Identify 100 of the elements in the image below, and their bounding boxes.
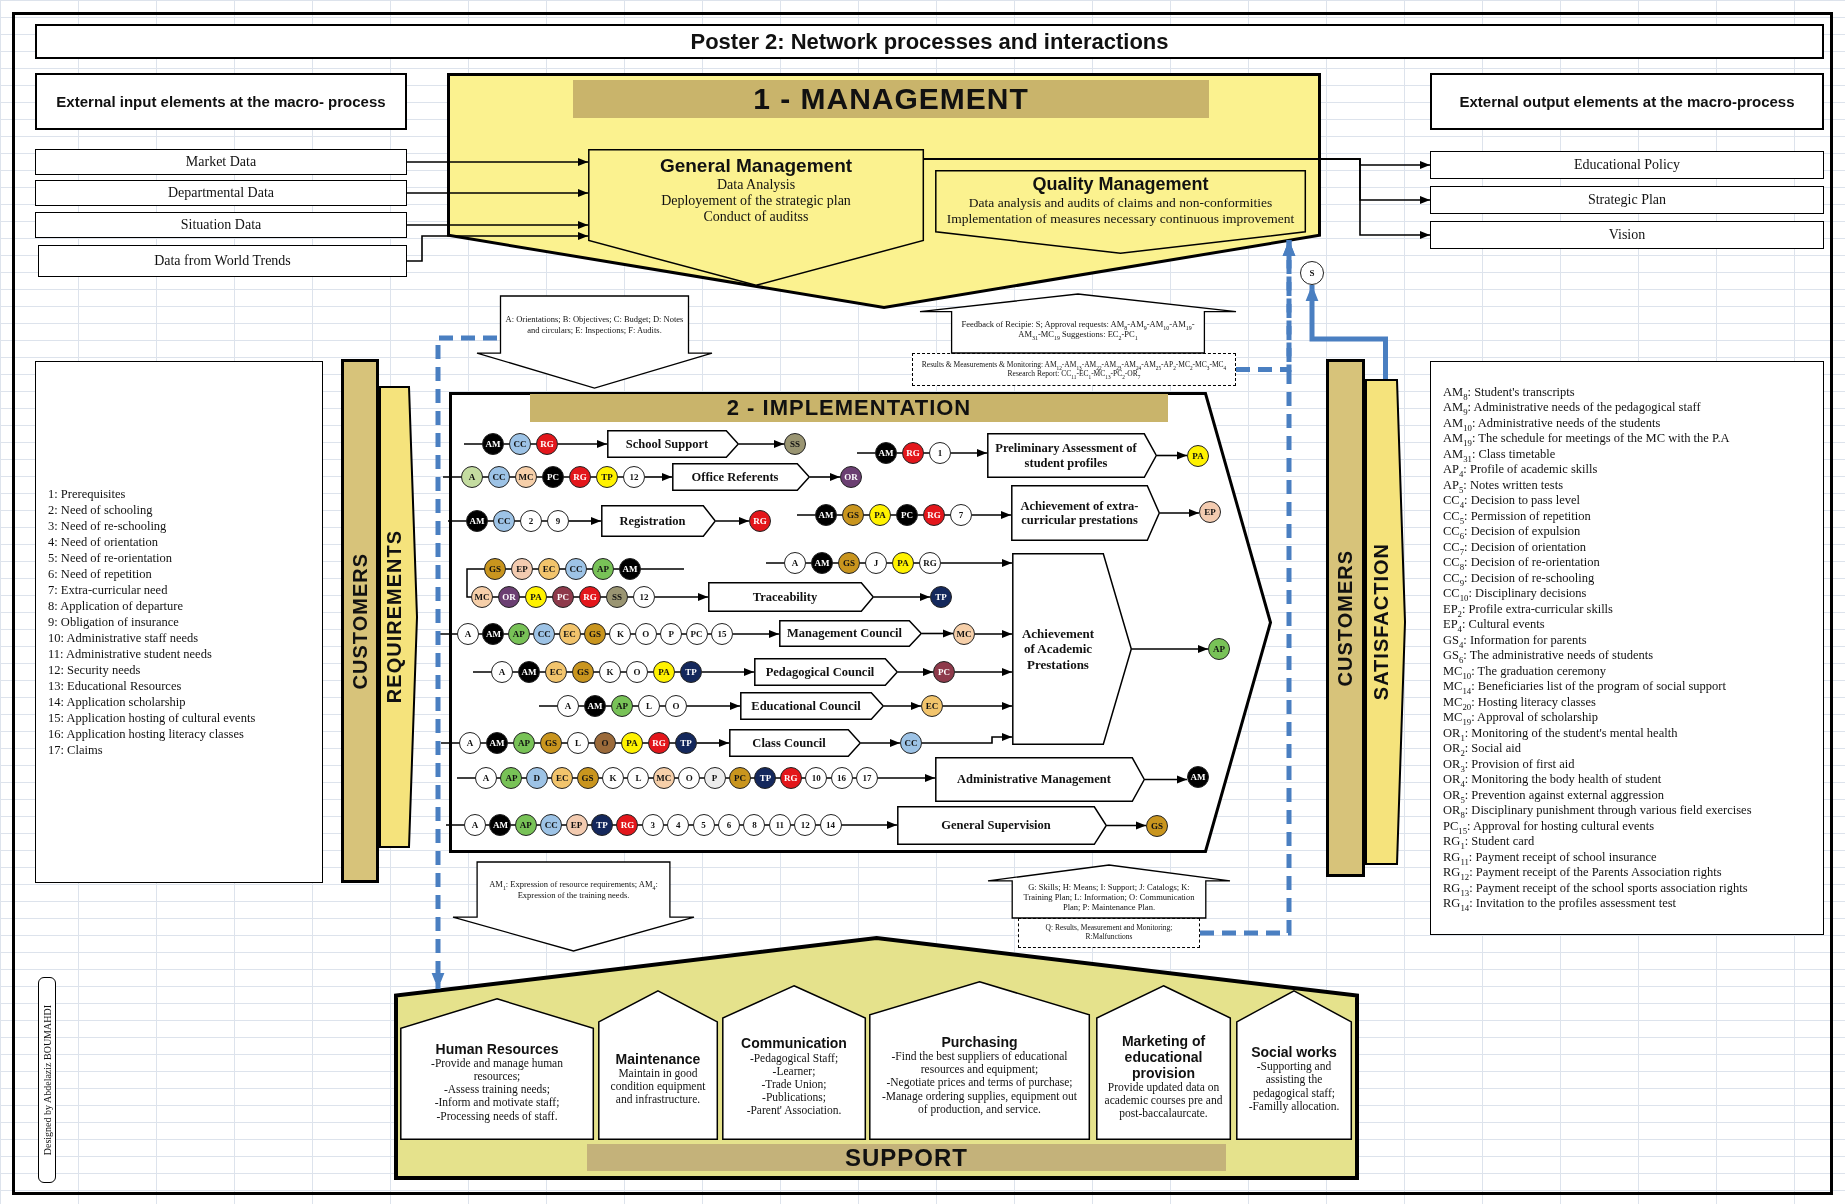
code-label: CC: [513, 439, 527, 449]
text: Pedagogical Council: [765, 664, 875, 680]
code-label: 17: [862, 773, 872, 783]
code-label: GS: [1151, 821, 1163, 831]
text: -Inform and motivate staff;: [434, 1096, 560, 1110]
vertical-label: SATISFACTION: [1370, 543, 1393, 701]
code-label: AP: [505, 773, 518, 783]
text: Situation Data: [180, 217, 262, 233]
code-label: 6: [726, 820, 732, 830]
text: Implementation of measures necessary continuous improvement: [946, 210, 1295, 227]
code-label: PC: [734, 773, 746, 783]
heading: Purchasing: [941, 1033, 1018, 1050]
block-arrow: [987, 864, 1231, 919]
code-label: O: [642, 629, 650, 639]
list-item: 15: Application hosting of cultural events: [48, 710, 256, 726]
process-box: [607, 430, 739, 458]
code-label: TP: [596, 820, 608, 830]
code-label: MC: [956, 629, 972, 639]
arrow: [877, 774, 936, 782]
code-label: GS: [847, 510, 859, 520]
code-label: SS: [612, 592, 622, 602]
code-label: EC: [555, 773, 569, 783]
data-box: [1430, 151, 1824, 179]
arrow: [1144, 775, 1188, 784]
list-item: RG$_{11}$: Payment receipt of school insurance: [1443, 849, 1657, 865]
side-arrow-bar: [1365, 379, 1406, 865]
process-box: [1011, 485, 1160, 541]
process-box: [897, 806, 1107, 845]
code-label: 8: [752, 820, 757, 830]
code-label: 10: [811, 773, 821, 783]
edge-label: G: Skills; H: Means; I: Support; J: Catalogs; K: Training Plan; L: Information; O: Communication Plan; P: Maintenance Plan.: [1022, 880, 1196, 914]
text: -Supporting and assisting the pedagogical staff;: [1252, 1060, 1336, 1100]
code-label: OR: [502, 592, 516, 602]
data-box: [38, 245, 407, 277]
code-label: A: [468, 472, 476, 482]
data-box: [1430, 221, 1824, 249]
code-label: K: [616, 629, 624, 639]
code-label: AM: [489, 738, 505, 748]
list-item: AM$_{31}$: Class timetable: [1443, 446, 1556, 462]
heading: General Management: [659, 155, 853, 177]
code-label: MC: [474, 592, 490, 602]
text: Registration: [619, 513, 686, 529]
list-item: 16: Application hosting literacy classes: [48, 726, 244, 742]
text: Provide updated data on academic courses pre and post-baccalaurcate.: [1103, 1080, 1224, 1121]
code-label: PA: [897, 558, 909, 568]
arrow: [897, 668, 934, 676]
list-item: CC$_{8}$: Decision of re-orientation: [1443, 555, 1600, 571]
code-label: AM: [492, 820, 508, 830]
code-label: RG: [906, 448, 920, 458]
code-label: EC: [542, 564, 556, 574]
code-label: RG: [784, 773, 798, 783]
arrow: [406, 232, 589, 262]
code-label: 15: [717, 629, 727, 639]
list-item: 2: Need of schooling: [48, 502, 153, 518]
code-label: 11: [775, 820, 785, 830]
code-label: TP: [680, 738, 692, 748]
process-box: [935, 757, 1145, 802]
code-label: RG: [753, 516, 767, 526]
text: -Provide and manage human resources;: [430, 1056, 564, 1084]
arrow: [696, 739, 730, 747]
code-label: PC: [938, 667, 950, 677]
process-box: [1012, 553, 1132, 745]
code-label: O: [601, 738, 609, 748]
arrow: [1106, 821, 1147, 830]
code-label: A: [482, 773, 490, 783]
process-box: [672, 463, 810, 491]
text: Data analysis and audits of claims and non-conformities: [968, 194, 1273, 211]
list-item: AM$_{9}$: Administrative needs of the pedagogical staff: [1443, 400, 1701, 416]
process-box: [729, 729, 861, 757]
code-label: 1: [937, 448, 943, 458]
side-arrow-bar: [379, 386, 418, 848]
code-label: RG: [927, 510, 941, 520]
text: Departmental Data: [167, 185, 275, 201]
code-label: AM: [818, 510, 834, 520]
header-box: [1430, 73, 1824, 130]
arrow: [406, 189, 589, 197]
arrow: [809, 473, 841, 481]
code-label: 2: [528, 516, 534, 526]
list-item: AP$_{5}$: Notes written tests: [1443, 477, 1563, 493]
text: -Publications;: [762, 1091, 826, 1105]
code-label: GS: [545, 738, 557, 748]
list-item: AP$_{4}$: Profile of academic skills: [1443, 462, 1598, 478]
code-label: L: [575, 738, 581, 748]
code-label: CC: [544, 820, 558, 830]
list-item: 4: Need of orientation: [48, 534, 159, 550]
code-label: EC: [549, 667, 563, 677]
code-label: GS: [589, 629, 601, 639]
code-label: AP: [597, 564, 609, 574]
note-box: [1018, 918, 1200, 948]
code-label: TP: [685, 667, 697, 677]
code-label: D: [533, 773, 541, 783]
code-label: A: [564, 701, 572, 711]
list-item: 13: Educational Resources: [48, 678, 182, 694]
arrow: [1200, 240, 1296, 936]
process-box: [588, 149, 924, 286]
code-circle: [1300, 261, 1324, 285]
list-item: GS$_{6}$: The administrative needs of students: [1443, 648, 1654, 664]
list-item: CC$_{9}$: Decision of re-schooling: [1443, 570, 1595, 586]
arrow: [873, 593, 931, 601]
code-label: RG: [923, 558, 937, 568]
